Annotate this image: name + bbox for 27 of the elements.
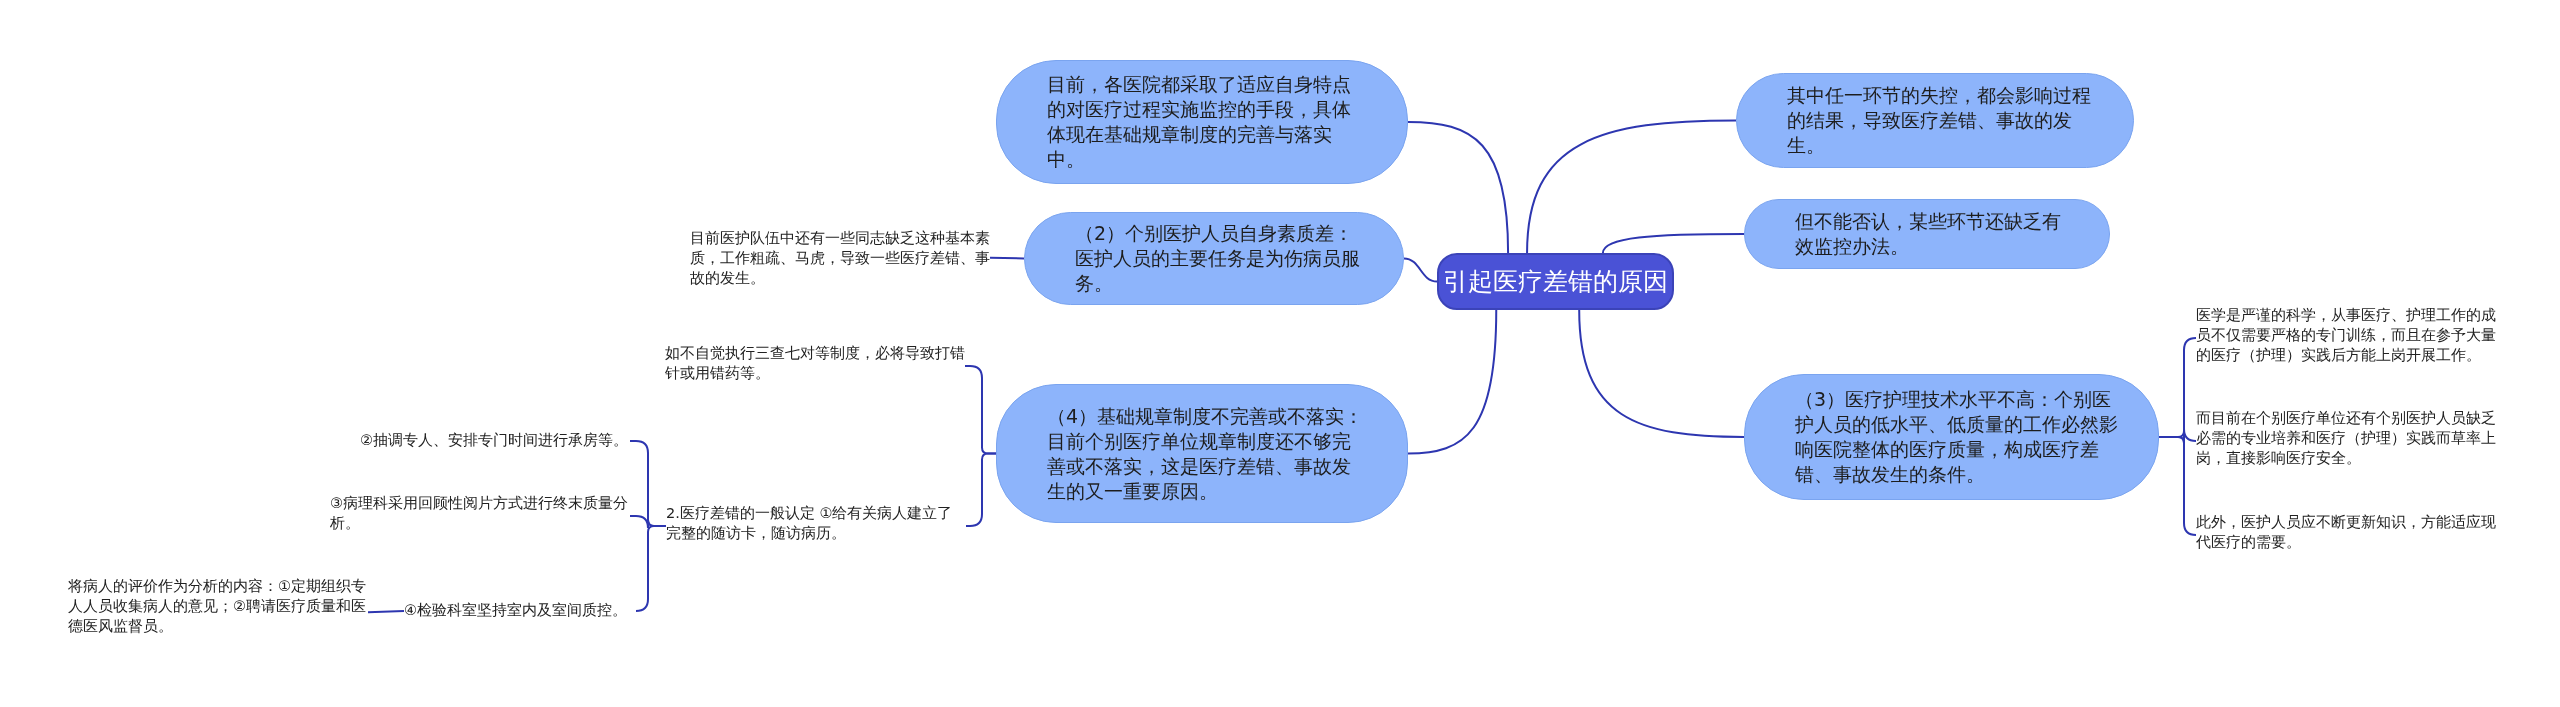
topic-bubble: （4）基础规章制度不完善或不落实：目前个别医疗单位规章制度还不够完善或不落实，这是医疗差错、事故发生的又一重要原因。: [996, 384, 1408, 523]
connector-line: [635, 525, 667, 612]
connector-line: [1526, 119, 1737, 254]
note-text: ②抽调专人、安排专门时间进行承房等。: [360, 430, 630, 452]
note-text: 此外，医护人员应不断更新知识，方能适应现代医疗的需要。: [2196, 512, 2496, 558]
note-text: 2.医疗差错的一般认定 ①给有关病人建立了完整的随访卡，随访病历。: [666, 503, 966, 549]
central-topic: 引起医疗差错的原因: [1437, 253, 1674, 310]
note-text: 如不自觉执行三查七对等制度，必将导致打错针或用错药等。: [665, 343, 965, 389]
connector-line: [1601, 233, 1745, 254]
topic-bubble: （2）个别医护人员自身素质差：医护人员的主要任务是为伤病员服务。: [1024, 212, 1404, 305]
connector-line: [989, 256, 1025, 260]
topic-bubble: （3）医疗护理技术水平不高：个别医护人员的低水平、低质量的工作必然影响医院整体的医疗质量，构成医疗差错、事故发生的条件。: [1744, 374, 2159, 500]
topic-bubble: 目前，各医院都采取了适应自身特点的对医疗过程实施监控的手段，具体体现在基础规章制度的完善与落实中。: [996, 60, 1408, 184]
connector-line: [1407, 121, 1510, 254]
connector-line: [367, 610, 405, 614]
connector-line: [1407, 309, 1498, 455]
note-text: 而目前在个别医疗单位还有个别医护人员缺乏必需的专业培养和医疗（护理）实践而草率上岗，直接影响医疗安全。: [2196, 408, 2496, 474]
note-text: 医学是严谨的科学，从事医疗、护理工作的成员不仅需要严格的专门训练，而且在参予大量的医疗（护理）实践后方能上岗开展工作。: [2196, 305, 2496, 371]
connector-line: [2158, 436, 2197, 536]
topic-bubble: 但不能否认，某些环节还缺乏有效监控办法。: [1744, 199, 2110, 269]
note-text: 将病人的评价作为分析的内容：①定期组织专人人员收集病人的意见；②聘请医疗质量和医德医风监督员。: [68, 576, 368, 642]
note-text: 目前医护队伍中还有一些同志缺乏这种基本素质，工作粗疏、马虎，导致一些医疗差错、事故的发生。: [690, 228, 990, 294]
connector-line: [1403, 257, 1438, 283]
connector-line: [1578, 309, 1745, 438]
note-text: ③病理科采用回顾性阅片方式进行终末质量分析。: [330, 493, 630, 539]
note-text: ④检验科室坚持室内及室间质控。: [404, 600, 636, 622]
topic-bubble: 其中任一环节的失控，都会影响过程的结果，导致医疗差错、事故的发生。: [1736, 73, 2134, 168]
